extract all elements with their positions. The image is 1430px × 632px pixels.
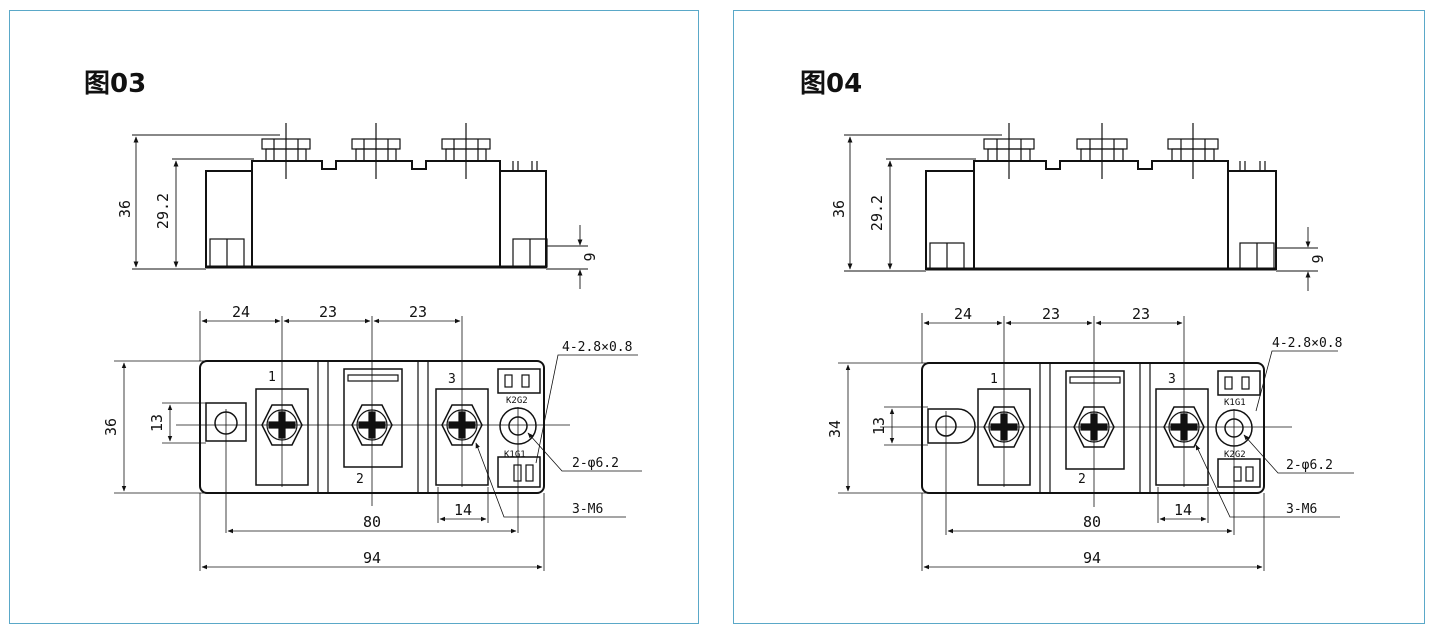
dim-foot: 6: [1308, 254, 1326, 263]
callout-screws: 3-M6: [572, 502, 603, 517]
terminal-3-label: 3: [448, 372, 456, 387]
terminal-nut-2: [1076, 123, 1128, 179]
callout-holes: 2-φ6.2: [572, 456, 619, 471]
terminal-nut-2: [351, 123, 401, 179]
dim-pitch-1: 24: [954, 305, 972, 323]
dim-overall: 94: [363, 549, 381, 567]
dim-terminal-width: 14: [1174, 501, 1192, 519]
left-housing: [925, 170, 975, 270]
pin-block-lower: [1217, 458, 1261, 488]
terminal-3-label: 3: [1168, 372, 1176, 387]
pin-block-upper: [497, 368, 541, 394]
right-housing: [499, 170, 547, 268]
callout-pins: 4-2.8×0.8: [562, 340, 632, 355]
callout-holes: 2-φ6.2: [1286, 458, 1333, 473]
dim-height-total: 36: [116, 200, 134, 218]
figure-panel-03: 图03: [9, 10, 699, 624]
pin-label-lower: K2G2: [1224, 450, 1246, 460]
terminal-2-pad: [343, 368, 403, 468]
dim-mount-span: 80: [1083, 513, 1101, 531]
dim-pitch-2: 23: [1042, 305, 1060, 323]
dim-pitch-3: 23: [1132, 305, 1150, 323]
module-drawing: 36 29.2 6 24 23 23 34 13 14 80 94 4-2.8×…: [826, 123, 1354, 571]
dim-height-body: 29.2: [154, 193, 172, 229]
figure-panel-04: 图04: [733, 10, 1425, 624]
dim-pitch-3: 23: [409, 303, 427, 321]
pin-label-lower: K1G1: [504, 450, 526, 460]
terminal-2-pad: [1065, 370, 1125, 470]
callout-pins: 4-2.8×0.8: [1272, 336, 1342, 351]
dim-pitch-1: 24: [232, 303, 250, 321]
side-view: [132, 123, 588, 289]
dim-overall: 94: [1083, 549, 1101, 567]
terminal-3-pad: [1155, 388, 1209, 486]
dim-width-top: 34: [826, 420, 844, 438]
right-housing: [1227, 170, 1277, 270]
pin-label-upper: K2G2: [506, 396, 528, 406]
dim-foot: 6: [580, 252, 598, 261]
top-view: [838, 313, 1354, 571]
terminal-2-label: 2: [1078, 472, 1086, 487]
dim-height-total: 36: [830, 200, 848, 218]
pin-block-upper: [1217, 370, 1261, 396]
figure-title: 图03: [84, 69, 147, 99]
center-body: [973, 160, 1229, 269]
module-drawing: 36 29.2 6 24 23 23 36 13 14 80 94 4-2.8×…: [102, 123, 642, 571]
dim-width-top: 36: [102, 418, 120, 436]
left-housing: [205, 170, 253, 268]
dim-mount-span: 80: [363, 513, 381, 531]
terminal-1-label: 1: [268, 370, 276, 385]
terminal-nut-1: [261, 123, 311, 179]
terminal-nut-3: [1167, 123, 1219, 179]
dim-pitch-2: 23: [319, 303, 337, 321]
callout-screws: 3-M6: [1286, 502, 1317, 517]
pin-label-upper: K1G1: [1224, 398, 1246, 408]
module-outline: [921, 362, 1265, 494]
figure-title: 图04: [800, 69, 863, 99]
pin-block-lower: [497, 456, 541, 488]
side-view: [844, 123, 1318, 291]
terminal-nut-1: [983, 123, 1035, 179]
dim-mount-height: 13: [148, 414, 166, 432]
dim-mount-height: 13: [870, 417, 888, 435]
dim-height-body: 29.2: [868, 195, 886, 231]
dim-terminal-width: 14: [454, 501, 472, 519]
terminal-2-label: 2: [356, 472, 364, 487]
terminal-nut-3: [441, 123, 491, 179]
terminal-1-label: 1: [990, 372, 998, 387]
top-view: [114, 311, 642, 571]
